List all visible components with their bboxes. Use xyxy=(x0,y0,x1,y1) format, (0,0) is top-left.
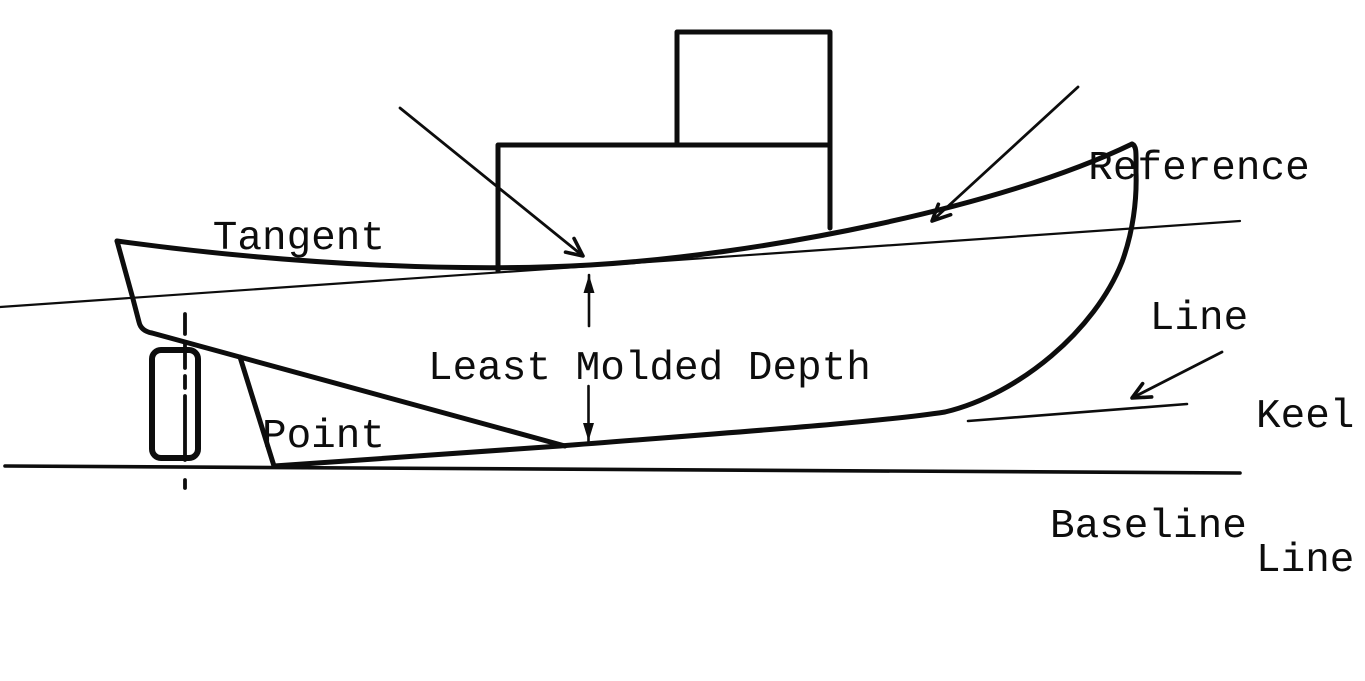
deckhouse xyxy=(495,142,833,274)
tangent-point-leader-arrow xyxy=(398,106,585,258)
baseline-label: Baseline xyxy=(1050,504,1247,550)
skeg-edge xyxy=(237,354,277,469)
reference-line-leader-arrow xyxy=(930,85,1080,223)
reference-line-label-line2: Line xyxy=(1149,296,1249,342)
reference-line-label: Reference Line xyxy=(1076,44,1322,444)
least-molded-depth-label: Least Molded Depth xyxy=(428,346,871,392)
tangent-point-label-line1: Tangent xyxy=(212,216,385,262)
keel-line-extension xyxy=(966,402,1189,423)
hull-diagram-svg xyxy=(0,29,1242,494)
keel-and-stem-profile xyxy=(271,141,1139,469)
keel-line-leader-arrow xyxy=(1130,350,1224,400)
diagram-stage: Tangent Point Reference Line Least Molde… xyxy=(0,29,1354,584)
sheer-line xyxy=(114,141,1135,271)
reference-line-label-line1: Reference xyxy=(1088,146,1310,192)
pilothouse xyxy=(674,29,833,148)
rudder xyxy=(149,347,201,461)
keel-line-label-line2: Line xyxy=(1256,538,1355,584)
keel-line-label: Keel Line xyxy=(1256,297,1354,681)
keel-line-label-line1: Keel xyxy=(1256,394,1355,440)
stern-profile xyxy=(114,238,568,449)
tangent-point-label: Tangent Point xyxy=(183,74,385,602)
baseline-line xyxy=(3,464,1242,475)
tangent-point-label-line2: Point xyxy=(261,414,385,460)
